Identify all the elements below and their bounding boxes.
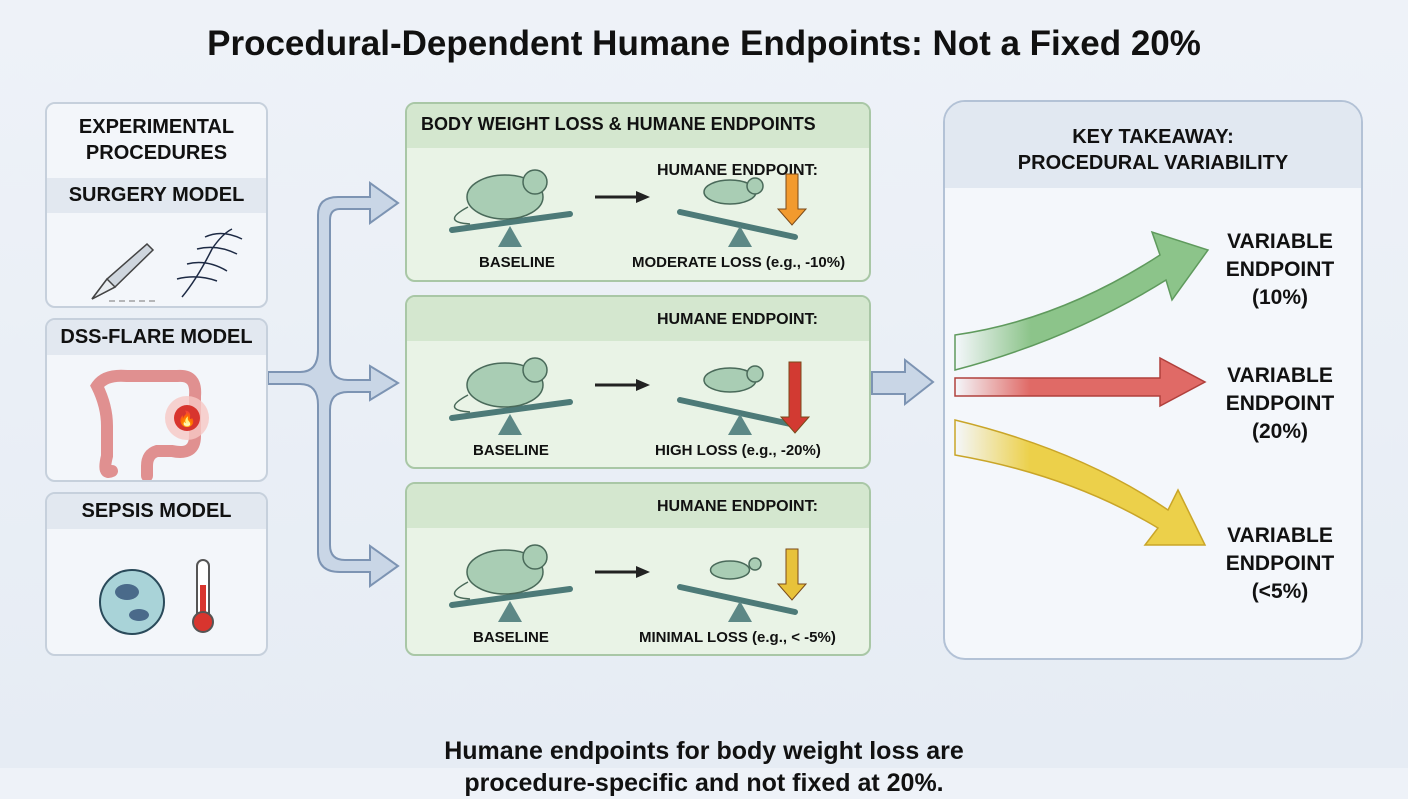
thin-mouse-icon: [709, 560, 751, 580]
bacteria-icon: [99, 559, 214, 635]
weight-loss-down-arrow-icon: [779, 361, 811, 434]
scale-fulcrum: [498, 601, 522, 622]
sutures-icon: [176, 228, 243, 298]
humane-endpoint-label: HUMANE ENDPOINT:: [657, 311, 818, 328]
colon-icon: 🔥: [90, 369, 209, 480]
takeaway-header: KEY TAKEAWAY: PROCEDURAL VARIABILITY: [945, 102, 1361, 188]
to-takeaway-arrow: [871, 357, 935, 407]
connector-arrows: [267, 181, 935, 588]
variability-arrows: [954, 230, 1210, 546]
loss-label: MINIMAL LOSS (e.g., < -5%): [639, 629, 836, 646]
experimental-procedures-panel: EXPERIMENTAL PROCEDURES SURGERY MODEL: [45, 102, 268, 308]
scale-fulcrum: [498, 414, 522, 435]
scale-beam: [449, 211, 573, 233]
conclusion-text: Humane endpoints for body weight loss ar…: [444, 737, 964, 797]
humane-endpoint-label: HUMANE ENDPOINT:: [657, 498, 818, 515]
scale-beam-tilted: [677, 397, 798, 428]
model-label-surgery: SURGERY MODEL: [47, 178, 266, 213]
weight-loss-down-arrow-icon: [776, 548, 808, 601]
model-label-dss-flare: DSS-FLARE MODEL: [47, 320, 266, 355]
scale-beam: [449, 586, 573, 608]
svg-text:🔥: 🔥: [178, 410, 197, 428]
scalpel-icon: [91, 228, 243, 302]
arrow-5pct: [954, 419, 1207, 546]
weight-loss-header: BODY WEIGHT LOSS & HUMANE ENDPOINTS: [407, 104, 869, 148]
baseline-label: BASELINE: [473, 629, 549, 646]
arrow-20pct: [954, 356, 1207, 408]
scale-beam-tilted: [677, 209, 798, 240]
arrow-10pct: [954, 230, 1210, 371]
model-label-sepsis: SEPSIS MODEL: [47, 494, 266, 529]
branch-arrow: [267, 181, 400, 588]
dss-flare-model-panel: DSS-FLARE MODEL 🔥: [45, 318, 268, 482]
scale-illustrations: [449, 169, 811, 622]
page-title: Procedural-Dependent Humane Endpoints: N…: [207, 24, 1201, 63]
loss-label: HIGH LOSS (e.g., -20%): [655, 442, 821, 459]
scale-beam-tilted: [677, 584, 798, 615]
sepsis-model-panel: SEPSIS MODEL: [45, 492, 268, 656]
scale-beam: [449, 399, 573, 421]
humane-endpoint-label: HUMANE ENDPOINT:: [657, 162, 818, 179]
procedures-header: EXPERIMENTAL PROCEDURES: [47, 104, 266, 172]
baseline-label: BASELINE: [473, 442, 549, 459]
loss-label: MODERATE LOSS (e.g., -10%): [632, 254, 846, 271]
thermometer-icon: [192, 559, 214, 633]
baseline-label: BASELINE: [479, 254, 555, 271]
scale-fulcrum: [498, 226, 522, 247]
weight-loss-down-arrow-icon: [776, 173, 808, 226]
